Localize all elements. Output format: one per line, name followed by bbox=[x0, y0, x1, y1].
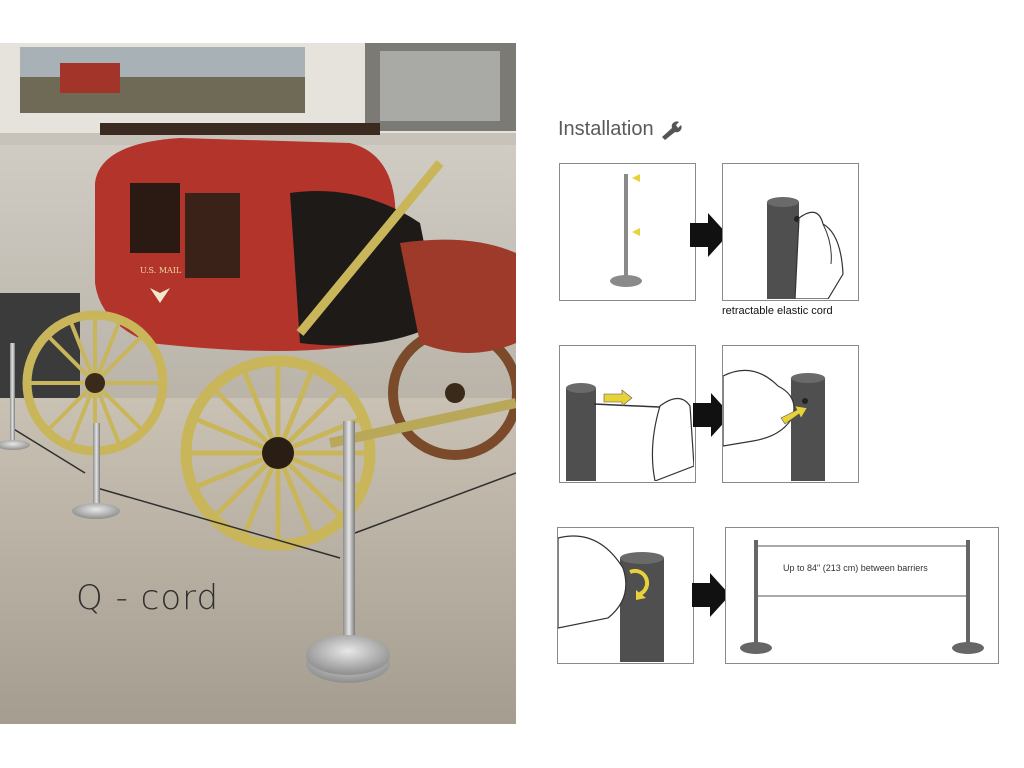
step4-panel bbox=[722, 345, 859, 483]
step3-panel bbox=[559, 345, 696, 483]
barrier-span-label: Up to 84" (213 cm) between barriers bbox=[783, 563, 928, 573]
front-wheel bbox=[22, 310, 168, 456]
step5-panel bbox=[557, 527, 694, 664]
rear-wheel-large bbox=[180, 355, 376, 551]
stanchion-posts bbox=[0, 343, 516, 683]
arrow-right-icon bbox=[690, 213, 728, 257]
step6-panel bbox=[725, 527, 999, 664]
stagecoach-photo: U.S. MAIL bbox=[0, 43, 516, 724]
coach-lettering: U.S. MAIL bbox=[140, 266, 182, 275]
step2-panel bbox=[722, 163, 859, 301]
arrow-right-icon-2 bbox=[693, 393, 731, 437]
product-name-label: Q - cord bbox=[76, 578, 220, 618]
step2-caption: retractable elastic cord bbox=[722, 305, 833, 317]
wrench-icon bbox=[661, 120, 682, 140]
installation-heading: Installation bbox=[558, 118, 684, 141]
installation-title: Installation bbox=[558, 118, 654, 140]
arrow-right-icon-3 bbox=[692, 573, 730, 617]
step1-panel bbox=[559, 163, 696, 301]
stagecoach-body: U.S. MAIL bbox=[95, 123, 516, 353]
